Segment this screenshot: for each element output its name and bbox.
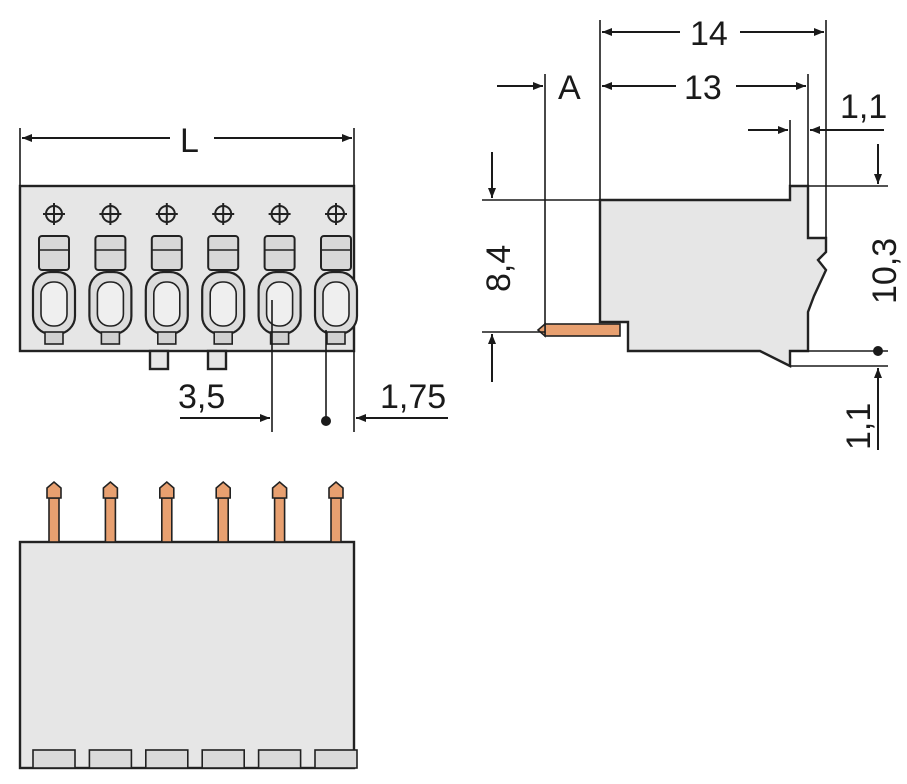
dimension-height-total-label: 10,3 [866,238,904,304]
top-view [18,480,358,770]
dimension-pitch: 3,5 [178,300,331,432]
front-pole-4 [201,203,246,345]
side-view [536,184,828,368]
tooth-2 [88,749,133,769]
dimension-length-label: L [180,122,199,160]
front-poles [31,203,359,345]
dimension-length: L [19,122,355,186]
tooth-4 [201,749,245,769]
top-pin-4 [215,480,231,543]
top-pin-6 [328,480,344,543]
top-pin-1 [46,480,62,543]
top-pins [46,480,344,543]
front-foot-right [206,349,228,371]
dimension-pitch-label: 3,5 [178,378,225,416]
dimension-bottom-step-label: 1,1 [840,403,878,450]
dimension-bottom-step: 1,1 [790,365,888,450]
dimension-ref-a: A [497,69,581,324]
dimension-top-step: 1,1 [748,88,887,186]
dimension-depth-body: 13 [602,69,809,186]
dimension-depth-total-label: 14 [690,15,728,53]
dimension-height-body: 8,4 [480,152,600,382]
front-pole-2 [88,203,133,345]
side-pin [544,323,621,337]
dimension-depth-total: 14 [599,15,827,238]
dimension-ref-a-label: A [558,69,581,107]
front-pole-5 [257,203,302,345]
side-housing [598,184,828,368]
top-pin-5 [271,480,288,543]
top-teeth [32,749,358,769]
front-pole-1 [31,203,77,345]
dimension-top-step-label: 1,1 [840,88,887,126]
dimension-end-offset-label: 1,75 [380,378,446,416]
front-pole-6 [313,203,359,345]
tooth-3 [145,749,189,769]
front-pole-3 [144,203,189,345]
tooth-5 [257,749,302,769]
dimension-end-offset: 1,75 [353,351,448,432]
top-pin-2 [102,480,119,543]
dimension-depth-body-label: 13 [684,69,722,107]
front-view [18,184,359,371]
dimension-height-total: 10,3 [790,144,904,356]
dimension-height-body-label: 8,4 [480,245,518,292]
front-foot-left [148,349,170,371]
tooth-6 [314,749,358,769]
top-housing [18,540,356,770]
tooth-1 [32,749,76,769]
top-pin-3 [159,480,175,543]
